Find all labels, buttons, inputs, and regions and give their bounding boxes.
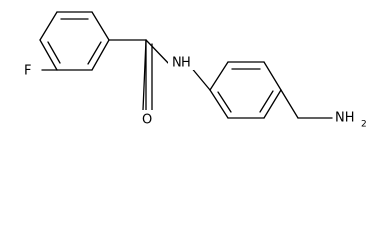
ring2-bond-f xyxy=(209,89,229,119)
ring2-bond-a xyxy=(209,61,229,91)
c-n-amide-bond xyxy=(145,39,172,67)
ring1-bond-bottom-right xyxy=(91,39,110,71)
fluorophenyl-ring xyxy=(39,11,110,71)
ring2-bond-c xyxy=(263,61,282,91)
ring2-double-left xyxy=(217,91,232,113)
ring1-bond-bottom-left xyxy=(39,39,58,71)
ring1-bond-top-right xyxy=(91,11,110,41)
fluorine-label: F xyxy=(24,64,31,79)
aminomethylphenyl-ring xyxy=(209,61,282,119)
amine-label: NH xyxy=(335,111,355,126)
amide-n-label: N xyxy=(172,56,182,71)
ring2-bond-d xyxy=(263,89,282,119)
ring1-double-left xyxy=(47,41,61,64)
ring2-to-ch2-bond xyxy=(280,89,299,119)
ring2-double-right xyxy=(259,90,274,113)
ring1-double-right xyxy=(87,41,102,65)
oxygen-label: O xyxy=(142,113,152,128)
ring1-bond-top-left xyxy=(39,11,58,41)
structure-diagram: F N H O NH 2 xyxy=(24,11,367,130)
molecule-drawing: F N H O NH 2 xyxy=(24,11,367,130)
amine-subscript: 2 xyxy=(361,120,367,130)
amide-h-label: H xyxy=(181,56,191,71)
